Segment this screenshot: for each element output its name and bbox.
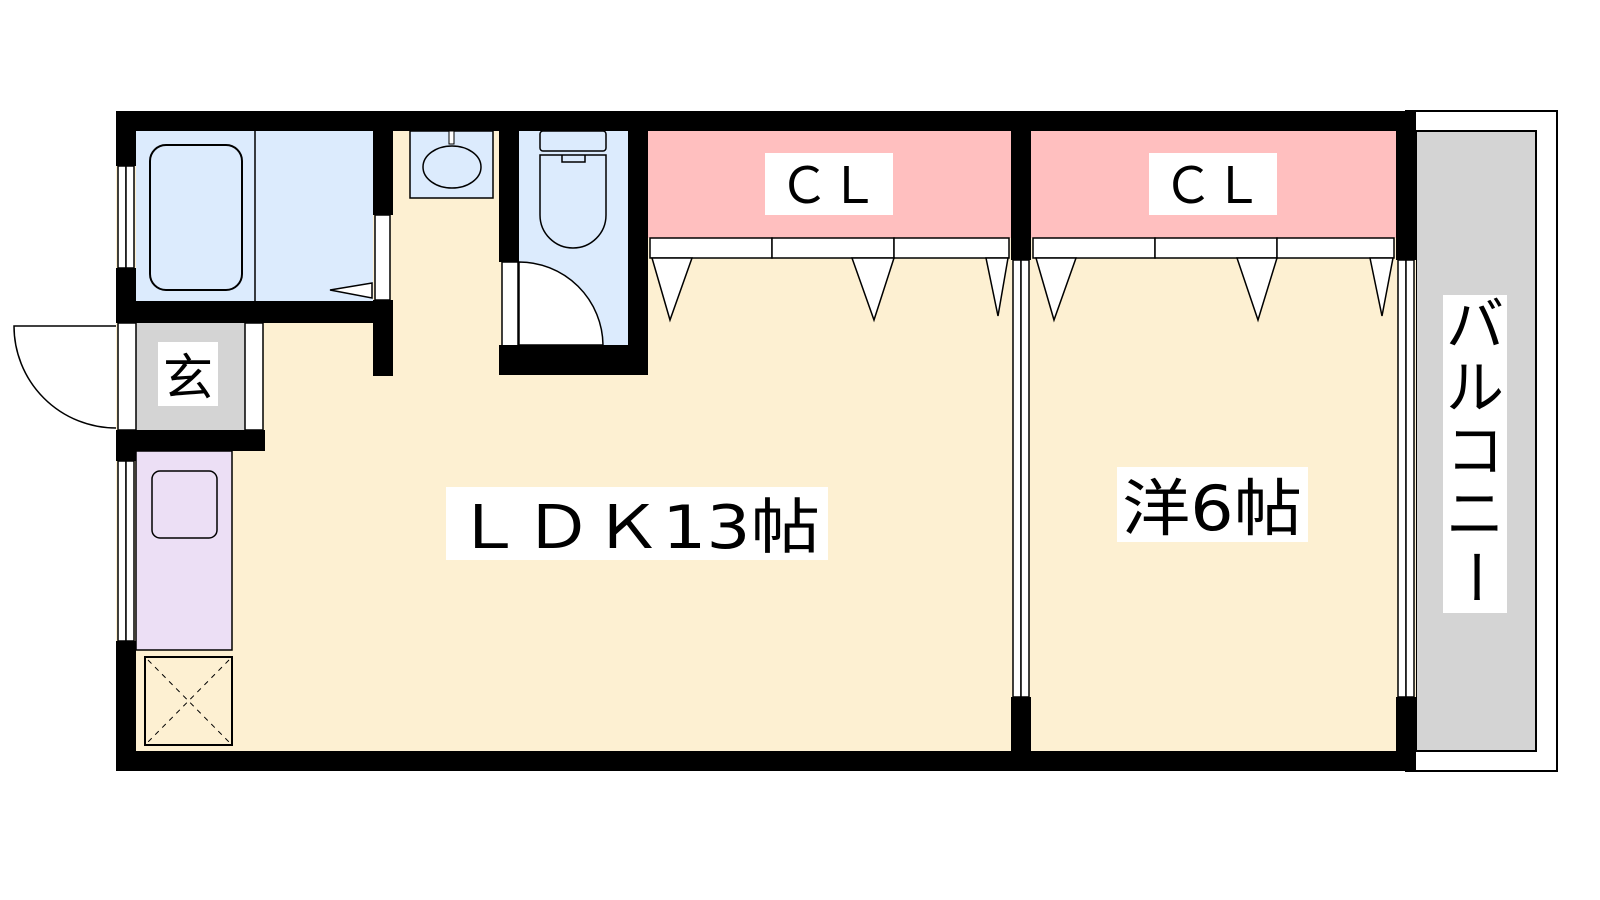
closet-2-label: ＣＬ: [1163, 157, 1263, 215]
balcony-char: ル: [1446, 354, 1504, 422]
closet-doors: [649, 237, 1395, 323]
toilet-door: [518, 261, 604, 346]
ldk-label: ＬＤＫ13帖: [454, 493, 820, 563]
entrance-label: 玄: [163, 349, 213, 407]
closet-1-label: ＣＬ: [779, 157, 879, 215]
balcony-label: バ ル コ ニ ー: [1441, 291, 1509, 606]
balcony-char: コ: [1446, 417, 1504, 485]
balcony-char: ー: [1441, 548, 1509, 606]
storage-icon: [144, 656, 233, 746]
balcony-char: バ: [1446, 291, 1504, 359]
entrance-door: [13, 325, 117, 429]
bathtub-icon: [149, 144, 243, 291]
walls: [116, 111, 1416, 771]
kitchen-sink-icon: [151, 470, 218, 539]
balcony-char: ニ: [1446, 480, 1504, 548]
western-room-label: 洋6帖: [1122, 472, 1302, 545]
sink-icon: [422, 145, 482, 189]
